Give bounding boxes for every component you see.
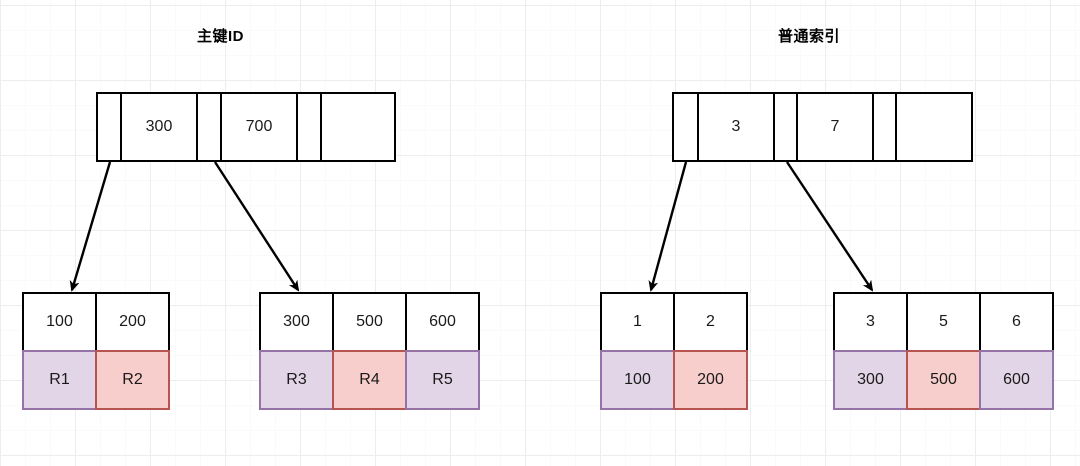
leaf-key-cell: 2 <box>673 292 748 352</box>
leaf-value-row: 100 200 <box>600 350 748 410</box>
primary-key-root-node: 300 700 <box>96 92 396 162</box>
root-pointer-cell-1[interactable] <box>196 92 222 162</box>
edge-pk-root-to-leaf-1 <box>69 161 112 292</box>
leaf-key-row: 3 5 6 <box>833 292 1054 352</box>
leaf-value-row: 300 500 600 <box>833 350 1054 410</box>
root-pointer-cell-0[interactable] <box>672 92 699 162</box>
root-key-cell-empty <box>320 92 396 162</box>
primary-key-tree-title: 主键ID <box>197 28 245 45</box>
leaf-key-row: 300 500 600 <box>259 292 480 352</box>
edge-pk-root-to-leaf-2 <box>213 161 300 292</box>
secondary-index-leaf-node-2: 3 5 6 300 500 600 <box>833 292 1054 410</box>
leaf-value-cell: R1 <box>22 350 97 410</box>
root-pointer-cell-0[interactable] <box>96 92 122 162</box>
leaf-value-cell: R2 <box>95 350 170 410</box>
leaf-value-cell: 100 <box>600 350 675 410</box>
root-key-cell-empty <box>895 92 973 162</box>
leaf-key-cell: 200 <box>95 292 170 352</box>
primary-key-leaf-node-1: 100 200 R1 R2 <box>22 292 170 410</box>
leaf-key-cell: 500 <box>332 292 407 352</box>
leaf-value-cell: 600 <box>979 350 1054 410</box>
leaf-key-cell: 1 <box>600 292 675 352</box>
leaf-value-cell: R5 <box>405 350 480 410</box>
secondary-index-root-node: 3 7 <box>672 92 973 162</box>
root-key-cell-7: 7 <box>796 92 874 162</box>
edge-idx-root-to-leaf-1 <box>648 161 688 292</box>
leaf-key-row: 1 2 <box>600 292 748 352</box>
leaf-value-cell: 200 <box>673 350 748 410</box>
secondary-index-tree-title: 普通索引 <box>778 28 841 45</box>
root-key-cell-3: 3 <box>697 92 775 162</box>
leaf-key-cell: 300 <box>259 292 334 352</box>
leaf-key-cell: 3 <box>833 292 908 352</box>
leaf-key-cell: 5 <box>906 292 981 352</box>
root-key-cell-300: 300 <box>120 92 198 162</box>
leaf-key-cell: 100 <box>22 292 97 352</box>
leaf-value-cell: 300 <box>833 350 908 410</box>
leaf-key-cell: 600 <box>405 292 480 352</box>
secondary-index-leaf-node-1: 1 2 100 200 <box>600 292 748 410</box>
leaf-value-row: R1 R2 <box>22 350 170 410</box>
leaf-key-row: 100 200 <box>22 292 170 352</box>
leaf-value-cell: 500 <box>906 350 981 410</box>
root-key-cell-700: 700 <box>220 92 298 162</box>
leaf-value-row: R3 R4 R5 <box>259 350 480 410</box>
root-pointer-cell-2[interactable] <box>296 92 322 162</box>
leaf-value-cell: R3 <box>259 350 334 410</box>
leaf-value-cell: R4 <box>332 350 407 410</box>
root-pointer-cell-1[interactable] <box>773 92 798 162</box>
root-pointer-cell-2[interactable] <box>872 92 897 162</box>
leaf-key-cell: 6 <box>979 292 1054 352</box>
primary-key-leaf-node-2: 300 500 600 R3 R4 R5 <box>259 292 480 410</box>
edge-idx-root-to-leaf-2 <box>786 161 874 292</box>
